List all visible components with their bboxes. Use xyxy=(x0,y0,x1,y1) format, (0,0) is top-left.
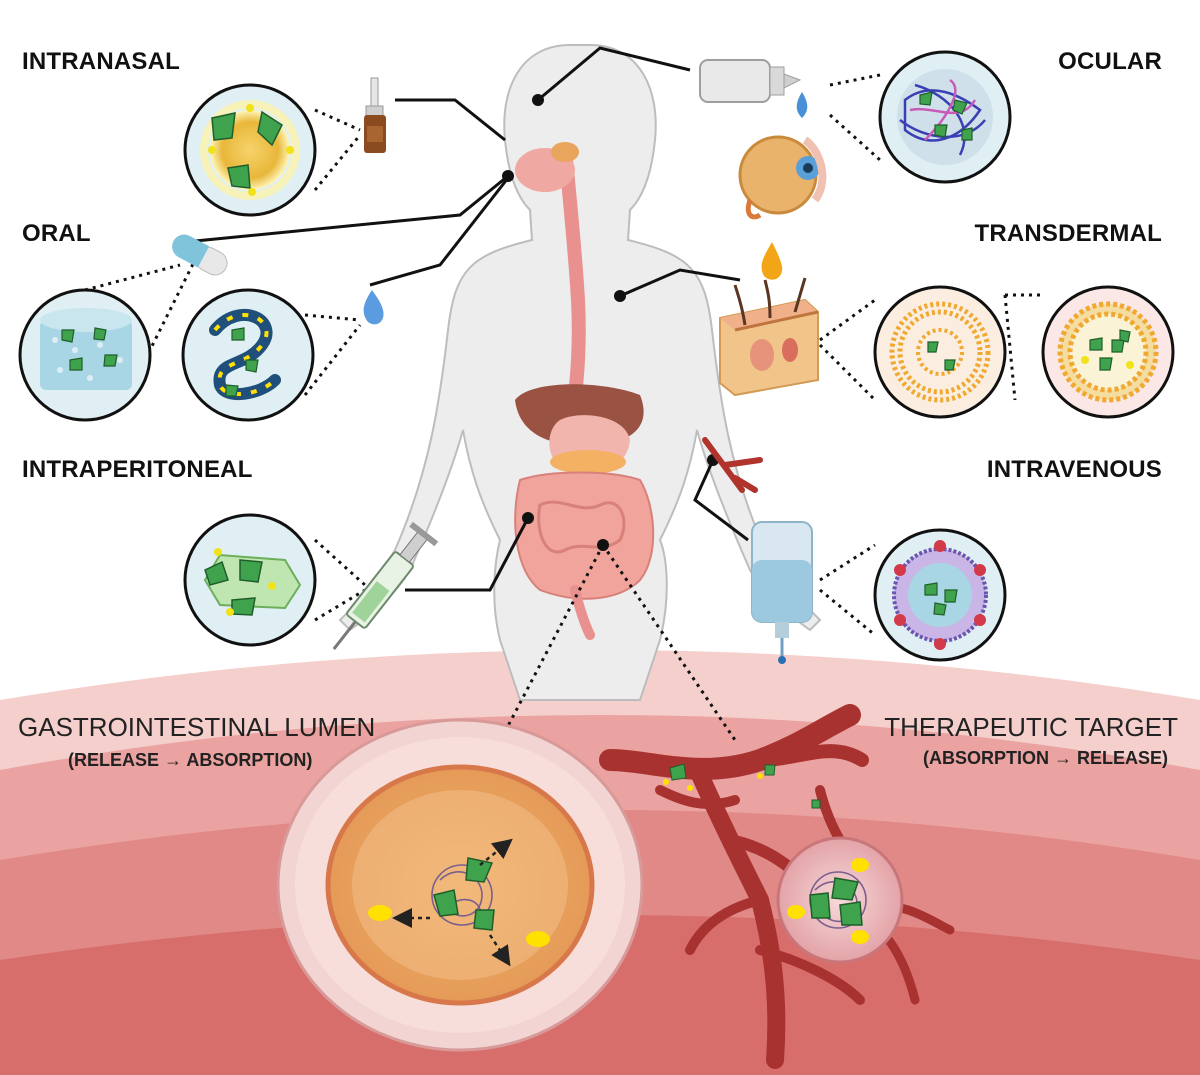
target-title: THERAPEUTIC TARGET xyxy=(884,712,1178,742)
pointer-lines xyxy=(184,46,749,592)
transdermal-liposome-circle xyxy=(1041,285,1175,419)
eye-anatomy-icon xyxy=(738,135,827,220)
oral-scaffold-circle xyxy=(18,288,152,422)
target-subtitle: (ABSORPTION → RELEASE) xyxy=(922,748,1168,768)
lumen-title: GASTROINTESTINAL LUMEN xyxy=(18,712,376,742)
ocular-nanoparticle-circle xyxy=(878,50,1012,184)
oil-drop-icon xyxy=(761,242,783,280)
capsule-icon xyxy=(172,234,228,276)
intravenous-label: INTRAVENOUS xyxy=(986,456,1162,483)
intestinal-lumen-section xyxy=(276,718,644,1052)
transdermal-label: TRANSDERMAL xyxy=(974,220,1162,247)
nasal-spray-icon xyxy=(364,77,386,153)
syringe-icon xyxy=(332,521,439,651)
intraperitoneal-crystal-circle xyxy=(183,513,317,647)
transdermal-vesicle-circle xyxy=(873,285,1007,419)
eye-drop-bottle-icon xyxy=(699,59,808,118)
drop-icon xyxy=(363,290,384,325)
oral-label: ORAL xyxy=(22,220,91,247)
intraperitoneal-label: INTRAPERITONEAL xyxy=(22,456,253,483)
tumor-target xyxy=(663,763,904,964)
intravenous-liposome-circle xyxy=(873,528,1007,662)
skin-block-icon xyxy=(719,277,819,397)
intranasal-label: INTRANASAL xyxy=(22,48,180,75)
ocular-label: OCULAR xyxy=(1058,48,1162,75)
lumen-subtitle: (RELEASE → ABSORPTION) xyxy=(68,750,313,770)
vessel-icon xyxy=(702,437,763,493)
dotted-lines xyxy=(84,73,1045,746)
iv-bag-icon xyxy=(751,521,813,664)
oral-polymer-circle xyxy=(181,288,315,422)
intranasal-nanoparticle-circle xyxy=(183,83,317,217)
